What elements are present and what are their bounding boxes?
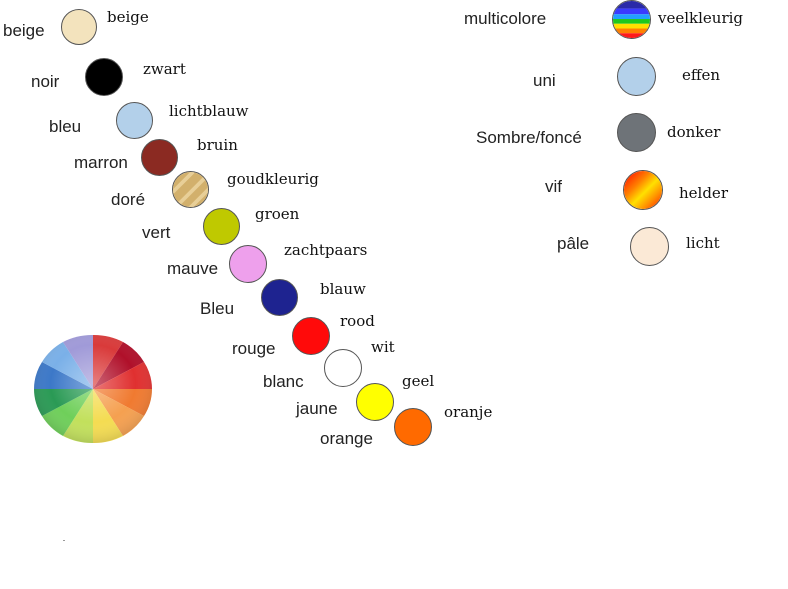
dutch-label: blauw bbox=[320, 280, 366, 298]
french-label: mauve bbox=[167, 259, 219, 278]
dutch-label: oranje bbox=[444, 403, 493, 421]
dutch-label: veelkleurig bbox=[658, 9, 744, 27]
french-label: Sombre/foncé bbox=[476, 128, 582, 147]
french-label: uni bbox=[533, 71, 556, 90]
french-label: multicolore bbox=[464, 9, 547, 28]
dutch-label: licht bbox=[686, 234, 720, 252]
french-label: vert bbox=[142, 223, 171, 242]
dutch-label: zwart bbox=[143, 60, 186, 78]
rainbow-icon bbox=[613, 1, 650, 38]
french-label: bleu bbox=[49, 117, 82, 136]
french-label: rouge bbox=[232, 339, 276, 358]
color-dot-orange bbox=[394, 408, 432, 446]
color-dot-dark bbox=[617, 113, 656, 152]
stray-mark bbox=[63, 540, 65, 541]
color-dot-light-blue bbox=[116, 102, 153, 139]
french-label: vif bbox=[545, 177, 562, 196]
dutch-label: groen bbox=[255, 205, 300, 223]
dutch-label: goudkleurig bbox=[227, 170, 319, 188]
dutch-label: wit bbox=[371, 338, 395, 356]
color-dot-green bbox=[203, 208, 240, 245]
dutch-label: geel bbox=[402, 372, 435, 390]
color-dot-red bbox=[292, 317, 330, 355]
french-label: beige bbox=[3, 21, 45, 40]
french-label: marron bbox=[74, 153, 128, 172]
color-dot-beige bbox=[61, 9, 97, 45]
color-dot-pale bbox=[630, 227, 669, 266]
dutch-label: donker bbox=[667, 123, 721, 141]
french-label: blanc bbox=[263, 372, 304, 391]
color-dot-brown bbox=[141, 139, 178, 176]
dutch-label: bruin bbox=[197, 136, 238, 154]
french-label: orange bbox=[320, 429, 373, 448]
gold-stripes-icon bbox=[173, 172, 208, 207]
dutch-label: rood bbox=[340, 312, 375, 330]
color-dot-yellow bbox=[356, 383, 394, 421]
umbrella-color-wheel-icon bbox=[34, 334, 152, 444]
dutch-label: zachtpaars bbox=[284, 241, 368, 259]
french-label: pâle bbox=[557, 234, 590, 253]
color-dot-dark-blue bbox=[261, 279, 298, 316]
vivid-gradient-icon bbox=[624, 171, 662, 209]
color-dot-mauve bbox=[229, 245, 267, 283]
color-dot-multicolor bbox=[612, 0, 651, 39]
color-dot-white bbox=[324, 349, 362, 387]
french-label: doré bbox=[111, 190, 146, 209]
french-label: noir bbox=[31, 72, 60, 91]
color-dot-plain bbox=[617, 57, 656, 96]
dutch-label: helder bbox=[679, 184, 728, 202]
french-label: jaune bbox=[296, 399, 338, 418]
color-dot-gold bbox=[172, 171, 209, 208]
dutch-label: beige bbox=[107, 8, 149, 26]
color-dot-vivid bbox=[623, 170, 663, 210]
color-dot-black bbox=[85, 58, 123, 96]
french-label: Bleu bbox=[200, 299, 235, 318]
dutch-label: effen bbox=[682, 66, 721, 84]
dutch-label: lichtblauw bbox=[169, 102, 249, 120]
